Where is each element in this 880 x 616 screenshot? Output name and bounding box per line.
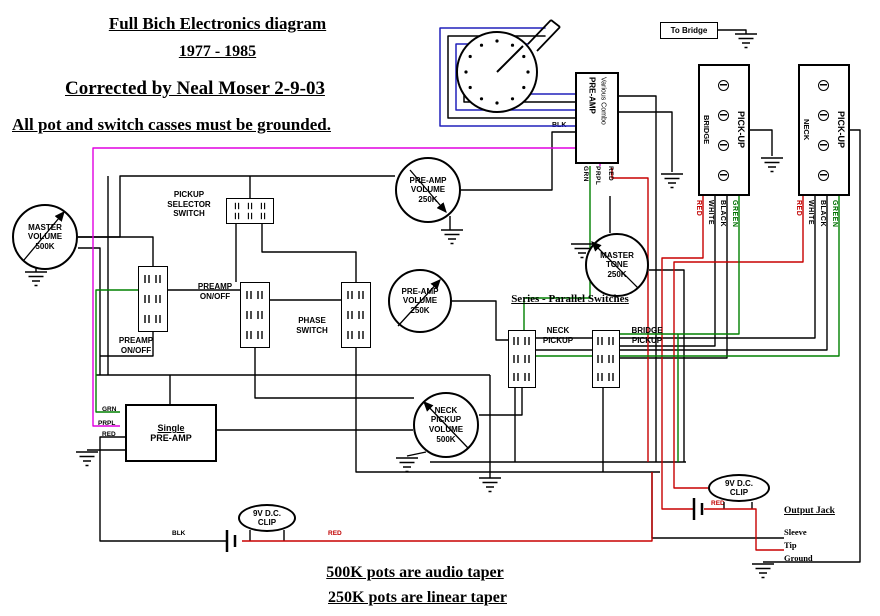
single-preamp-title: Single: [157, 423, 185, 433]
ground-icon: [751, 563, 775, 579]
neck-pickup-poles: [818, 70, 829, 190]
phase-switch-symbol: [341, 282, 371, 348]
linear-taper-note: 250K pots are linear taper: [328, 589, 507, 606]
bridge-wire-white-label: WHITE: [707, 200, 714, 226]
combo-prpl-wire-label: PRPL: [594, 166, 601, 186]
bridge-pickup-switch-symbol: [592, 330, 620, 388]
preamp-onoff-mid-label: PREAMP ON/OFF: [197, 282, 233, 301]
pickup-selector-switch-symbol: [226, 198, 274, 224]
neck-pickup-switch-label: NECK PICKUP: [542, 326, 574, 345]
battery-icon: [225, 528, 237, 554]
bridge-pickup: BRIDGE PICK-UP: [698, 64, 750, 196]
rotary-switch-icon: [456, 19, 561, 113]
black-wires: [35, 29, 861, 563]
preamp-red-wire-label: RED: [102, 431, 116, 438]
phase-switch-label: PHASE SWITCH: [296, 316, 328, 335]
bridge-wire-red-label: RED: [695, 200, 702, 217]
combo-preamp-subtitle: Various Combo: [599, 77, 607, 125]
neck-wire-green-label: GREEN: [831, 200, 838, 228]
pole-piece-icon: [718, 109, 729, 121]
output-jack-ground-label: Ground: [784, 553, 813, 563]
battery-left-blk-label: BLK: [172, 530, 186, 537]
ground-icon: [734, 33, 758, 49]
preamp-onoff-switch-mid-symbol: [240, 282, 270, 348]
ground-icon: [75, 451, 99, 467]
neck-wire-red-label: RED: [795, 200, 802, 217]
neck-wire-black-label: BLACK: [819, 200, 826, 227]
single-preamp-subtitle: PRE-AMP: [150, 433, 192, 443]
ground-icon: [440, 229, 464, 245]
grounding-note: All pot and switch casses must be ground…: [12, 115, 331, 134]
preamp-onoff-left-label: PREAMP ON/OFF: [118, 336, 154, 355]
pole-piece-icon: [818, 109, 829, 121]
combo-preamp-title: PRE-AMP: [587, 77, 597, 114]
pole-piece-icon: [818, 169, 829, 181]
bridge-pickup-switch-label: BRIDGE PICKUP: [631, 326, 663, 345]
pickup-selector-label: PICKUP SELECTOR SWITCH: [167, 190, 211, 219]
preamp-onoff-switch-left-symbol: [138, 266, 168, 332]
master-tone-pot: MASTER TONE 250K: [585, 233, 649, 297]
pole-piece-icon: [818, 79, 829, 91]
combo-preamp-box: PRE-AMP Various Combo: [575, 72, 619, 164]
preamp-grn-wire-label: GRN: [102, 406, 117, 413]
bridge-pickup-poles: [718, 70, 729, 190]
ground-icon: [660, 173, 684, 189]
bridge-wire-green-label: GREEN: [731, 200, 738, 228]
preamp-prpl-wire-label: PRPL: [98, 420, 116, 427]
output-jack-title: Output Jack: [784, 506, 835, 516]
battery-left-red-label: RED: [328, 530, 342, 537]
single-preamp-box: Single PRE-AMP: [125, 404, 217, 462]
output-jack-sleeve-label: Sleeve: [784, 527, 807, 537]
red-wires: [242, 168, 804, 551]
battery-clip-left: 9V D.C. CLIP: [238, 504, 296, 532]
combo-grn-wire-label: GRN: [582, 166, 589, 182]
ground-icon: [395, 457, 419, 473]
diagram-title: Full Bich Electronics diagram: [108, 14, 327, 33]
preamp-volume-lower-pot: PRE-AMP VOLUME 250K: [388, 269, 452, 333]
ground-icon: [24, 271, 48, 287]
bridge-pickup-label: PICK-UP: [736, 111, 746, 149]
battery-clip-right: 9V D.C. CLIP: [708, 474, 770, 502]
neck-pickup: NECK PICK-UP: [798, 64, 850, 196]
bridge-pickup-name: BRIDGE: [702, 115, 711, 145]
output-jack-tip-label: Tip: [784, 540, 797, 550]
combo-red-wire-label: RED: [607, 166, 614, 182]
green-wires: [95, 166, 840, 462]
preamp-volume-upper-pot: PRE-AMP VOLUME 250K: [395, 157, 461, 223]
pole-piece-icon: [818, 139, 829, 151]
master-volume-pot: MASTER VOLUME 500K: [12, 204, 78, 270]
series-parallel-title: Series - Parallel Switches: [511, 293, 629, 305]
battery-icon: [692, 496, 704, 522]
pole-piece-icon: [718, 169, 729, 181]
neck-pickup-name: NECK: [802, 119, 811, 141]
diagram-years: 1977 - 1985: [178, 43, 257, 60]
audio-taper-note: 500K pots are audio taper: [326, 564, 504, 581]
ground-icon: [478, 477, 502, 493]
ground-icon: [760, 157, 784, 173]
jack-plug-icon: [527, 19, 561, 52]
pole-piece-icon: [718, 139, 729, 151]
battery-right-red-label: RED: [711, 500, 725, 507]
neck-pickup-switch-symbol: [508, 330, 536, 388]
to-bridge-box: To Bridge: [660, 22, 718, 39]
neck-pickup-volume-pot: NECK PICKUP VOLUME 500K: [413, 392, 479, 458]
neck-wire-white-label: WHITE: [807, 200, 814, 226]
corrected-by-note: Corrected by Neal Moser 2-9-03: [65, 78, 325, 99]
neck-pickup-label: PICK-UP: [836, 111, 846, 149]
pole-piece-icon: [718, 79, 729, 91]
bridge-wire-black-label: BLACK: [719, 200, 726, 227]
